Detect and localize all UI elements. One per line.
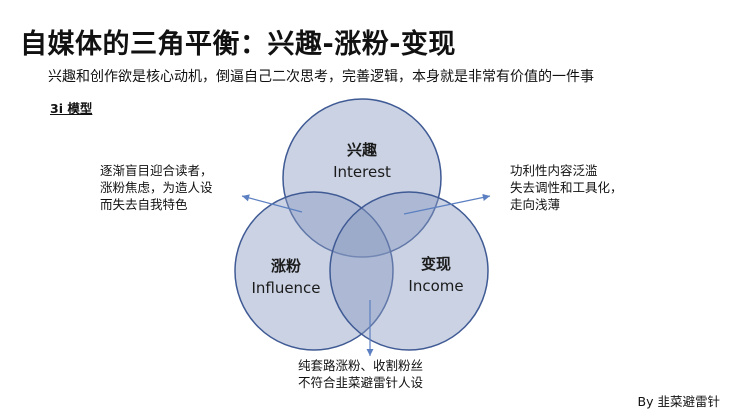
note-left-line: 涨粉焦虑，为造人设	[100, 180, 213, 195]
author-credit: By 韭菜避雷针	[637, 394, 720, 409]
influence-label-en: Influence	[251, 279, 320, 297]
note-bottom-line: 纯套路涨粉、收割粉丝	[298, 358, 424, 373]
page-subtitle: 兴趣和创作欲是核心动机，倒逼自己二次思考，完善逻辑，本身就是非常有价值的一件事	[48, 69, 594, 85]
influence-label-zh: 涨粉	[271, 257, 301, 275]
note-left-line: 而失去自我特色	[100, 197, 188, 212]
interest-label-zh: 兴趣	[347, 141, 378, 159]
influence-circle	[234, 191, 394, 351]
note-right-line: 功利性内容泛滥	[510, 163, 598, 178]
model-label: 3i 模型	[50, 101, 93, 116]
note-left-line: 逐渐盲目迎合读者，	[100, 163, 213, 178]
note-right-line: 走向浅薄	[510, 197, 561, 212]
income-label-zh: 变现	[421, 255, 451, 273]
interest-circle	[282, 98, 442, 258]
left-arrow	[241, 194, 303, 213]
income-circle	[329, 191, 489, 351]
note-right: 功利性内容泛滥 失去调性和工具化， 走向浅薄	[510, 162, 623, 213]
right-arrow	[403, 193, 491, 215]
note-bottom-line: 不符合韭菜避雷针人设	[298, 375, 424, 390]
interest-label-en: Interest	[333, 163, 391, 181]
note-right-line: 失去调性和工具化，	[510, 180, 623, 195]
note-left: 逐渐盲目迎合读者， 涨粉焦虑，为造人设 而失去自我特色	[100, 162, 213, 213]
note-bottom: 纯套路涨粉、收割粉丝 不符合韭菜避雷针人设	[298, 357, 423, 391]
income-label-en: Income	[408, 277, 463, 295]
page-title: 自媒体的三角平衡：兴趣-涨粉-变现	[20, 29, 456, 60]
